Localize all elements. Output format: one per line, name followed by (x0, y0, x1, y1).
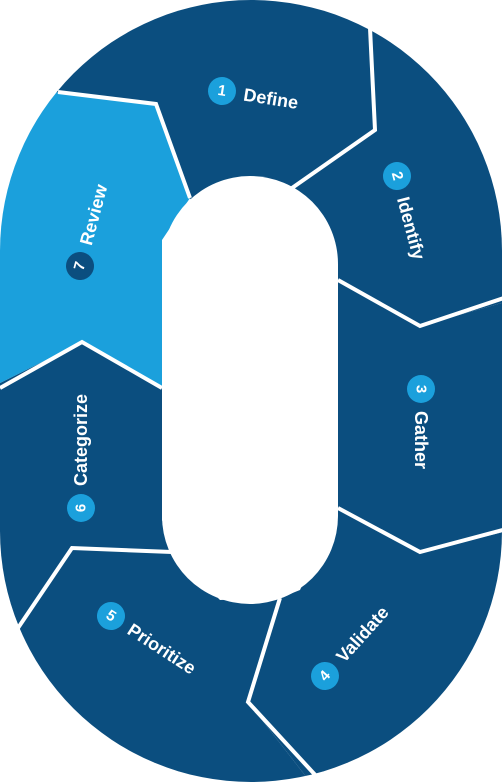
segment-review[interactable] (0, 92, 190, 388)
step-number-badge (311, 662, 339, 690)
segment-categorize[interactable] (0, 342, 172, 640)
step-label: Categorize (71, 394, 91, 486)
step-number-badge (208, 77, 236, 105)
step-number-badge (383, 162, 411, 190)
segment-gather[interactable] (338, 280, 502, 552)
step-number-badge (67, 494, 95, 522)
step-3: 3 Gather (407, 375, 435, 469)
step-6: 6 Categorize (67, 394, 95, 522)
step-number: 6 (73, 504, 90, 512)
segment-dividers (0, 27, 502, 780)
step-label: Gather (411, 411, 431, 469)
center-hole (162, 176, 338, 604)
step-number-badge (407, 375, 435, 403)
step-number: 3 (413, 385, 430, 393)
step-number: 1 (217, 82, 228, 100)
step-number-badge (97, 602, 125, 630)
step-number-badge (66, 252, 94, 280)
